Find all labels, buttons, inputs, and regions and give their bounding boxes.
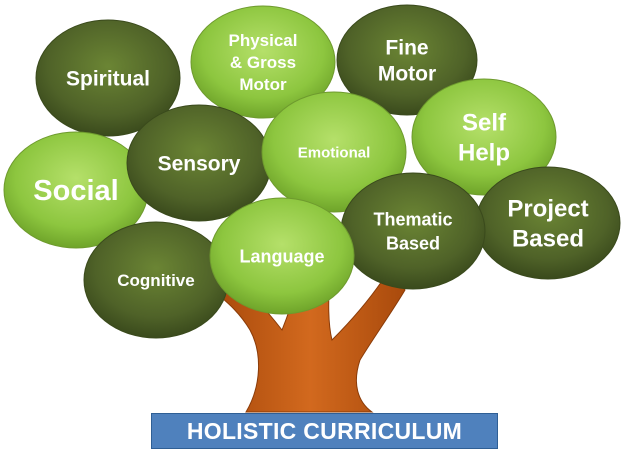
leaf-thematic-based-label: Thematic: [373, 209, 452, 229]
leaf-social-label: Social: [33, 175, 118, 207]
leaf-thematic-based-label: Based: [386, 233, 440, 253]
leaf-physical-gross-motor-label: Motor: [239, 75, 287, 94]
title-banner: HOLISTIC CURRICULUM: [151, 413, 498, 449]
leaf-physical-gross-motor-label: & Gross: [230, 53, 296, 72]
leaf-sensory-label: Sensory: [158, 152, 241, 175]
leaf-cognitive: Cognitive: [83, 221, 229, 339]
leaf-language-shape: [209, 197, 355, 315]
leaf-social: Social: [3, 131, 149, 249]
leaf-physical-gross-motor-shape: [190, 5, 336, 119]
leaf-spiritual: Spiritual: [35, 19, 181, 137]
leaf-spiritual-shape: [35, 19, 181, 137]
banner-title: HOLISTIC CURRICULUM: [186, 417, 463, 444]
leaf-fine-motor-label: Motor: [378, 62, 436, 85]
leaf-language-label: Language: [239, 246, 324, 266]
leaf-spiritual-label: Spiritual: [66, 67, 150, 90]
leaf-self-help-shape: [411, 78, 557, 196]
leaf-project-based-label: Project: [507, 195, 588, 222]
leaf-cognitive-label: Cognitive: [117, 271, 194, 290]
leaf-self-help-label: Help: [458, 139, 510, 166]
leaf-fine-motor-label: Fine: [385, 36, 428, 59]
leaf-self-help-label: Self: [462, 109, 507, 136]
leaf-emotional-shape: [261, 91, 407, 213]
leaf-project-based-shape: [475, 166, 621, 280]
leaf-emotional: Emotional: [261, 91, 407, 213]
leaf-language: Language: [209, 197, 355, 315]
leaf-project-based-label: Based: [512, 225, 584, 252]
leaf-physical-gross-motor-label: Physical: [229, 31, 298, 50]
leaf-thematic-based-shape: [340, 172, 486, 290]
leaf-fine-motor-shape: [336, 4, 478, 116]
leaf-emotional-label: Emotional: [298, 144, 371, 161]
